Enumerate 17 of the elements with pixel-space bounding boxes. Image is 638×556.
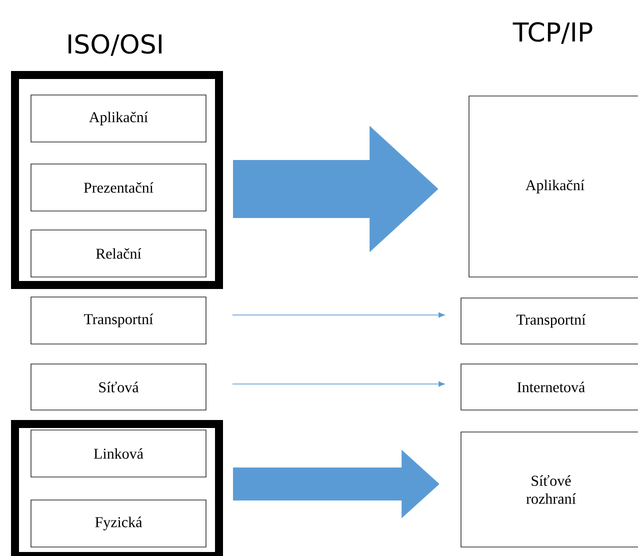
layer-box: Relační bbox=[30, 230, 206, 278]
layer-box: Síťové rozhraní bbox=[460, 432, 638, 548]
layer-box: Aplikační bbox=[30, 94, 206, 142]
layer-box: Fyzická bbox=[30, 500, 206, 548]
layer-box: Aplikační bbox=[468, 96, 638, 278]
layer-box: Transportní bbox=[460, 298, 638, 344]
layer-box: Linková bbox=[30, 430, 206, 478]
column-heading: TCP/IP bbox=[512, 22, 592, 44]
arrow bbox=[232, 312, 445, 318]
group-frame bbox=[11, 71, 223, 289]
layer-box: Internetová bbox=[460, 364, 638, 410]
layer-box: Transportní bbox=[30, 296, 206, 344]
group-frame bbox=[11, 420, 223, 556]
layer-box: Síťová bbox=[30, 364, 206, 410]
arrow bbox=[232, 381, 445, 387]
layer-box: Prezentační bbox=[30, 164, 206, 212]
column-heading: ISO/OSI bbox=[68, 34, 162, 56]
